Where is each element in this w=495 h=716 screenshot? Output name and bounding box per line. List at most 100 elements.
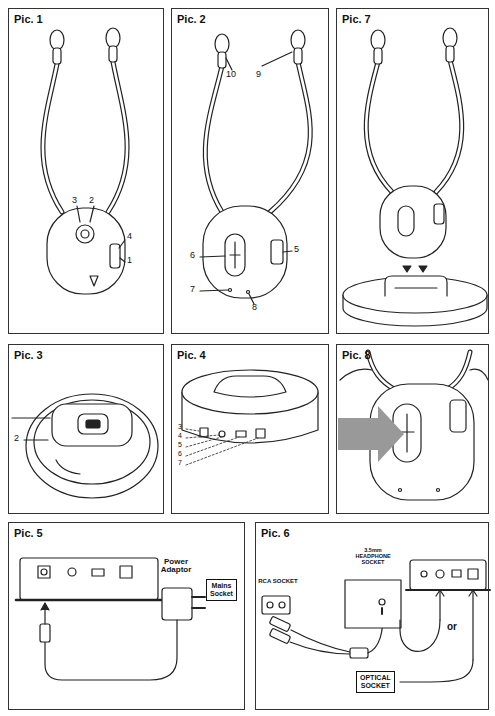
headset-back-circle bbox=[229, 289, 232, 292]
callout-number: 1 bbox=[127, 256, 132, 265]
headset-front-circle bbox=[81, 230, 89, 238]
callout-number: 4 bbox=[178, 432, 182, 439]
dock-rear-view-rect bbox=[200, 428, 208, 437]
headset-closeup-path bbox=[446, 352, 470, 390]
audio-connection-circle bbox=[436, 570, 444, 578]
headset-on-dock-rect bbox=[434, 204, 444, 224]
headset-back-path bbox=[270, 62, 310, 212]
audio-connection-path bbox=[400, 620, 440, 651]
socket-box: OPTICAL SOCKET bbox=[356, 671, 395, 693]
picture-panel: Pic. 3 bbox=[8, 344, 164, 514]
callout-number: 7 bbox=[178, 459, 182, 466]
headset-front-path bbox=[43, 64, 62, 212]
power-connection-path bbox=[41, 603, 49, 610]
headset-front-path bbox=[108, 62, 127, 212]
audio-connection-path bbox=[290, 630, 350, 654]
callout-number: 6 bbox=[190, 251, 195, 260]
power-connection bbox=[16, 558, 205, 680]
headset-closeup-circle bbox=[437, 489, 440, 492]
headset-front-path bbox=[90, 276, 98, 286]
dock-rear-view-circle bbox=[219, 431, 225, 437]
callout-number: 10 bbox=[226, 70, 236, 79]
dock-top-view-ellipse bbox=[26, 394, 158, 498]
headset-on-dock-path bbox=[403, 266, 427, 272]
audio-connection-rect bbox=[452, 570, 461, 577]
headset-closeup-rect bbox=[450, 400, 466, 432]
panel-title: Pic. 1 bbox=[14, 13, 43, 25]
picture-panel: Pic. 4 bbox=[171, 344, 329, 514]
headset-closeup-path bbox=[368, 352, 396, 390]
power-connection-rect bbox=[120, 566, 132, 578]
picture-panel: Pic. 8 bbox=[336, 344, 489, 514]
callout-number: 2 bbox=[89, 196, 94, 205]
audio-connection-path bbox=[440, 590, 473, 660]
audio-connection-circle bbox=[279, 602, 285, 608]
panel-title: Pic. 5 bbox=[14, 527, 43, 539]
headset-back bbox=[200, 30, 310, 304]
headset-back-rect bbox=[203, 206, 287, 298]
callout-number: 4 bbox=[127, 232, 132, 241]
panel-title: Pic. 4 bbox=[177, 349, 206, 361]
headset-front-rect bbox=[110, 244, 120, 268]
dock-rear-view-ellipse bbox=[182, 370, 318, 414]
headset-back-path bbox=[200, 251, 292, 304]
audio-connection-circle bbox=[267, 602, 273, 608]
panel-title: Pic. 2 bbox=[177, 13, 206, 25]
headset-on-dock-path bbox=[366, 62, 392, 192]
dock-top-view bbox=[12, 394, 158, 498]
callout-number: 5 bbox=[294, 245, 299, 254]
power-connection-rect bbox=[20, 558, 158, 600]
dock-rear-view-rect bbox=[236, 431, 246, 437]
panel-title: Pic. 3 bbox=[14, 349, 43, 361]
headset-on-dock-path bbox=[436, 60, 462, 192]
headset-on-dock-path bbox=[436, 60, 462, 192]
headset-on-dock-use bbox=[371, 30, 385, 64]
part-label: 3.5mm HEADPHONE SOCKET bbox=[347, 548, 399, 565]
audio-connection-rect bbox=[345, 580, 401, 628]
headset-back-use bbox=[291, 30, 305, 64]
dock-top-view-rect bbox=[78, 414, 108, 434]
headset-back-path bbox=[205, 66, 222, 212]
headset-back-path bbox=[270, 62, 310, 212]
audio-connection-rect bbox=[468, 569, 478, 579]
power-connection-circle bbox=[41, 569, 47, 575]
callout-number: 8 bbox=[252, 303, 257, 312]
part-label: RCA SOCKET bbox=[258, 578, 298, 584]
headset-back-use bbox=[215, 34, 229, 68]
dock-rear-view-path bbox=[186, 429, 258, 465]
headset-closeup-polygon bbox=[338, 406, 404, 462]
headset-front-path bbox=[43, 64, 62, 212]
callout-number: 9 bbox=[256, 70, 261, 79]
panel-title: Pic. 6 bbox=[261, 527, 290, 539]
dock-top-view-rect bbox=[52, 404, 132, 446]
callout-number: 3 bbox=[178, 423, 182, 430]
picture-panel: Pic. 1 bbox=[8, 8, 164, 334]
audio-connection-rect bbox=[350, 648, 368, 658]
headset-closeup-path bbox=[446, 352, 470, 390]
audio-connection-rect bbox=[410, 560, 486, 590]
audio-connection-circle bbox=[421, 571, 427, 577]
headset-back-rect bbox=[271, 240, 283, 264]
power-connection-path bbox=[16, 599, 162, 602]
power-connection-path bbox=[192, 597, 205, 608]
callout-number: 5 bbox=[178, 441, 182, 448]
audio-connection-rect bbox=[269, 628, 291, 644]
picture-panel: Pic. 7 bbox=[336, 8, 489, 334]
power-connection-path bbox=[45, 620, 177, 680]
headset-front-use bbox=[50, 30, 64, 64]
audio-connection-path bbox=[406, 589, 490, 591]
headset-front-circle bbox=[76, 225, 94, 243]
callout-number: 2 bbox=[14, 434, 19, 443]
headset-back-path bbox=[205, 66, 222, 212]
headset-on-dock-rect bbox=[398, 206, 414, 236]
headset-front-rect bbox=[47, 208, 125, 294]
headset-front bbox=[43, 28, 127, 294]
power-connection-rect bbox=[162, 588, 192, 620]
audio-connection-rect bbox=[262, 596, 290, 614]
dock-rear-view bbox=[182, 370, 318, 465]
dock-top-view-ellipse bbox=[34, 400, 150, 484]
audio-connection-path bbox=[400, 660, 473, 682]
headset-on-dock-path bbox=[366, 62, 392, 192]
headset-on-dock-use bbox=[443, 28, 457, 62]
dock-rear-view-rect bbox=[256, 429, 265, 438]
